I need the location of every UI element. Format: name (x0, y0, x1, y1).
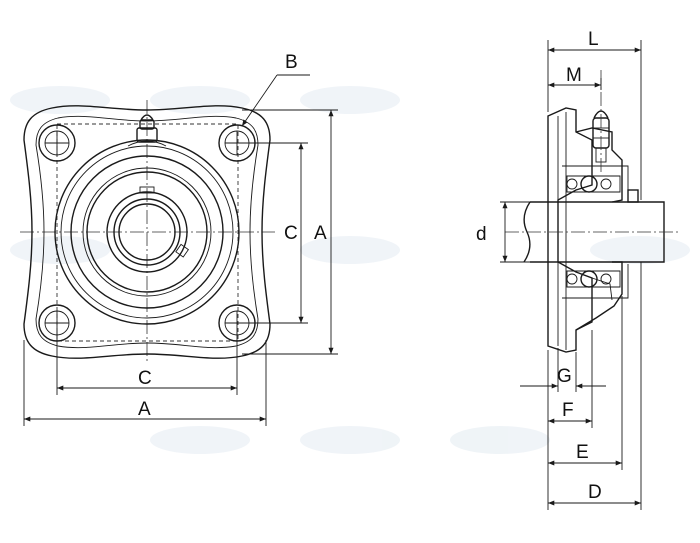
grease-nipple-front (127, 114, 167, 147)
flange-housing-outline (23, 105, 271, 359)
flange-inner-edge (35, 115, 259, 349)
label-g: G (557, 366, 572, 387)
set-screw (175, 243, 190, 258)
side-set-screw (627, 189, 639, 203)
label-a-horizontal: A (138, 399, 151, 420)
side-housing-upper (575, 127, 623, 203)
bearing-outer-ring (70, 155, 224, 309)
watermark (10, 86, 690, 454)
bearing-seal-ring (82, 167, 212, 297)
ball-top (566, 175, 621, 193)
b-leader-line (241, 74, 278, 127)
label-d-upper: D (588, 482, 602, 503)
bearing-inner-ring-bottom (562, 264, 629, 299)
label-b: B (285, 52, 298, 73)
bearing-inner-ring-outer (86, 171, 208, 293)
label-c-vertical: C (284, 223, 298, 244)
label-c-horizontal: C (138, 368, 152, 389)
side-view: d L M G F E D (476, 29, 680, 510)
front-view: B C A C A (20, 52, 338, 426)
label-m: M (566, 65, 582, 86)
label-a-vertical: A (314, 223, 327, 244)
side-housing-flange (547, 107, 593, 353)
bolt-hole-top-left (38, 124, 76, 162)
ball-bottom (566, 270, 621, 288)
label-d: d (476, 224, 487, 245)
bolt-pitch-square (56, 123, 239, 342)
housing-boss-outer (54, 139, 240, 325)
label-f: F (562, 400, 574, 421)
bore (118, 203, 176, 261)
label-l: L (588, 29, 599, 50)
locking-slot (139, 186, 155, 194)
bearing-inner-ring (106, 191, 188, 273)
bore-outer (113, 198, 181, 266)
side-housing-lower-detail (591, 277, 613, 301)
side-housing-lower (575, 261, 623, 331)
housing-boss-inner (60, 145, 234, 319)
bearing-inner-ring-top (562, 165, 629, 200)
label-e: E (576, 442, 589, 463)
